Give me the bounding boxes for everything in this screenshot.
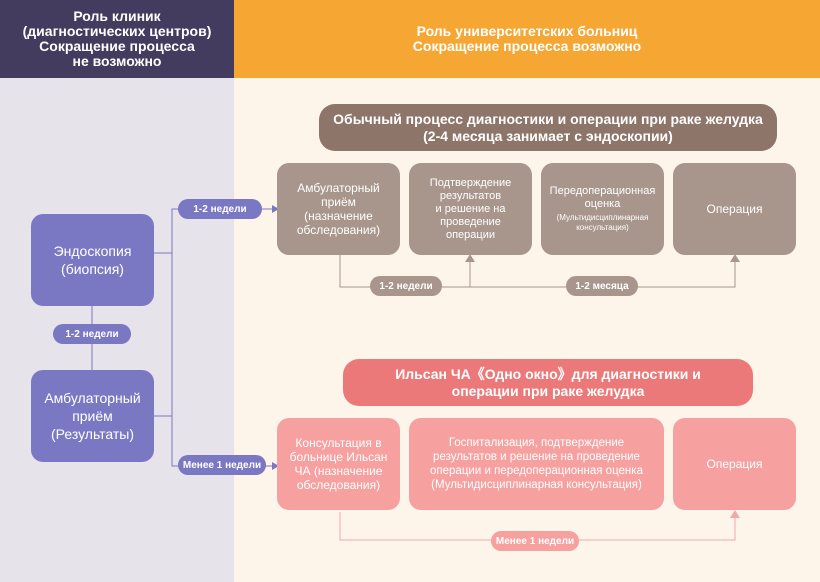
ilsan-pill-weeks: Менее 1 недели [491,531,579,551]
usual-step-preoperative-sub: (Мультидисциплинарная консультация) [556,213,649,232]
usual-step-confirmation: Подтверждение результатов и решение на п… [409,163,532,255]
hospital-role-header: Роль университетских больниц Сокращение … [234,0,820,78]
outpatient-results-box: Амбулаторный приём (Результаты) [31,370,154,462]
usual-process-title: Обычный процесс диагностики и операции п… [319,104,777,151]
lower-branch-pill: Менее 1 недели [178,455,266,475]
usual-step-outpatient: Амбулаторный приём (назначение обследова… [277,163,400,255]
endoscopy-box: Эндоскопия (биопсия) [31,214,154,306]
hospital-role-header-text: Роль университетских больниц Сокращение … [412,23,642,54]
clinic-role-header: Роль клиник (диагностических центров) Со… [0,0,234,78]
usual-step-preoperative: Передоперационная оценка (Мультидисципли… [541,163,664,255]
ilsan-step-consultation: Консультация в больнице Ильсан ЧА (назна… [277,418,400,510]
ilsan-process-title: Ильсан ЧА《Одно окно》для диагностики и оп… [343,359,753,406]
usual-step-operation: Операция [673,163,796,255]
usual-pill-months: 1-2 месяца [566,276,638,296]
left-weeks-pill: 1-2 недели [53,324,131,344]
usual-step-preoperative-label: Передоперационная оценка [549,185,656,210]
clinic-role-header-text: Роль клиник (диагностических центров) Со… [22,8,212,69]
usual-pill-weeks: 1-2 недели [370,276,442,296]
ilsan-step-operation: Операция [673,418,796,510]
upper-branch-pill: 1-2 недели [178,199,262,219]
ilsan-step-hospitalization: Госпитализация, подтверждение результато… [409,418,664,510]
